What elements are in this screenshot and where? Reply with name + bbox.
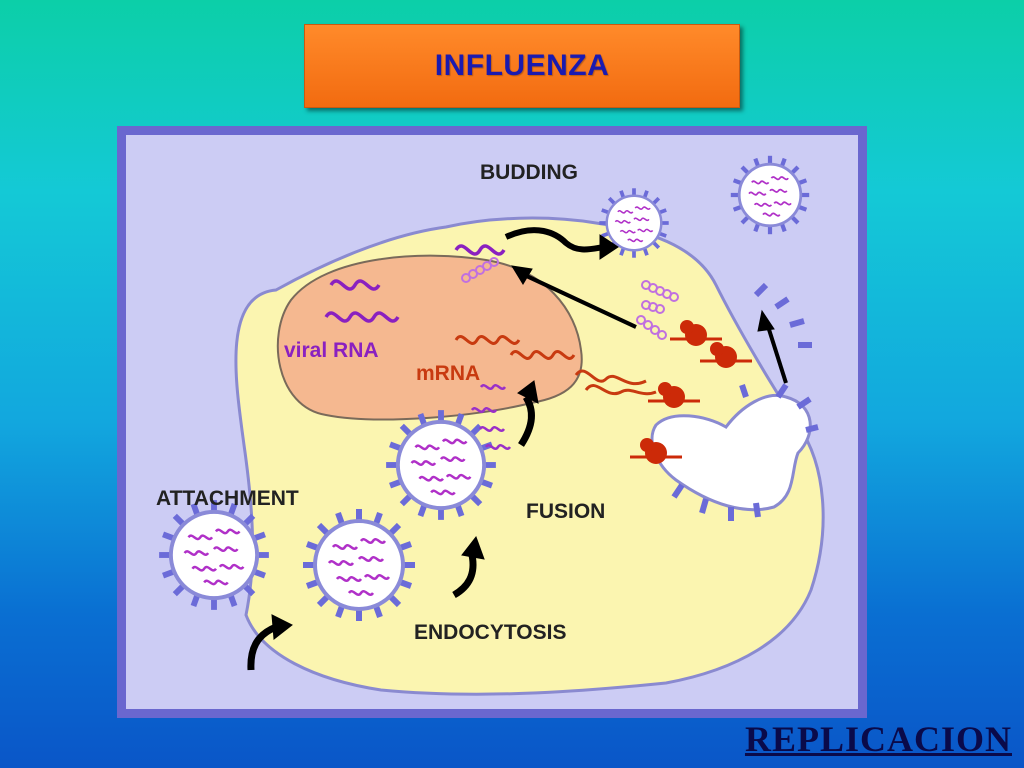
label-viral-rna: viral RNA [284, 339, 379, 362]
label-endocytosis: ENDOCYTOSIS [414, 621, 566, 644]
endosome-compartment [650, 394, 812, 512]
virus-released [731, 156, 809, 234]
title-banner: INFLUENZA [304, 24, 740, 108]
label-budding: BUDDING [480, 161, 578, 184]
nucleus [276, 254, 583, 421]
virus-endocytosis [303, 509, 415, 621]
replication-diagram: BUDDING viral RNA mRNA ATTACHMENT FUSION… [117, 126, 867, 718]
label-mrna: mRNA [416, 362, 480, 385]
label-fusion: FUSION [526, 500, 605, 523]
label-attachment: ATTACHMENT [156, 487, 299, 510]
virus-fusion [386, 410, 496, 520]
virus-attachment [159, 500, 269, 610]
footer-title: REPLICACION [744, 719, 1012, 759]
page-title: INFLUENZA [434, 49, 610, 82]
